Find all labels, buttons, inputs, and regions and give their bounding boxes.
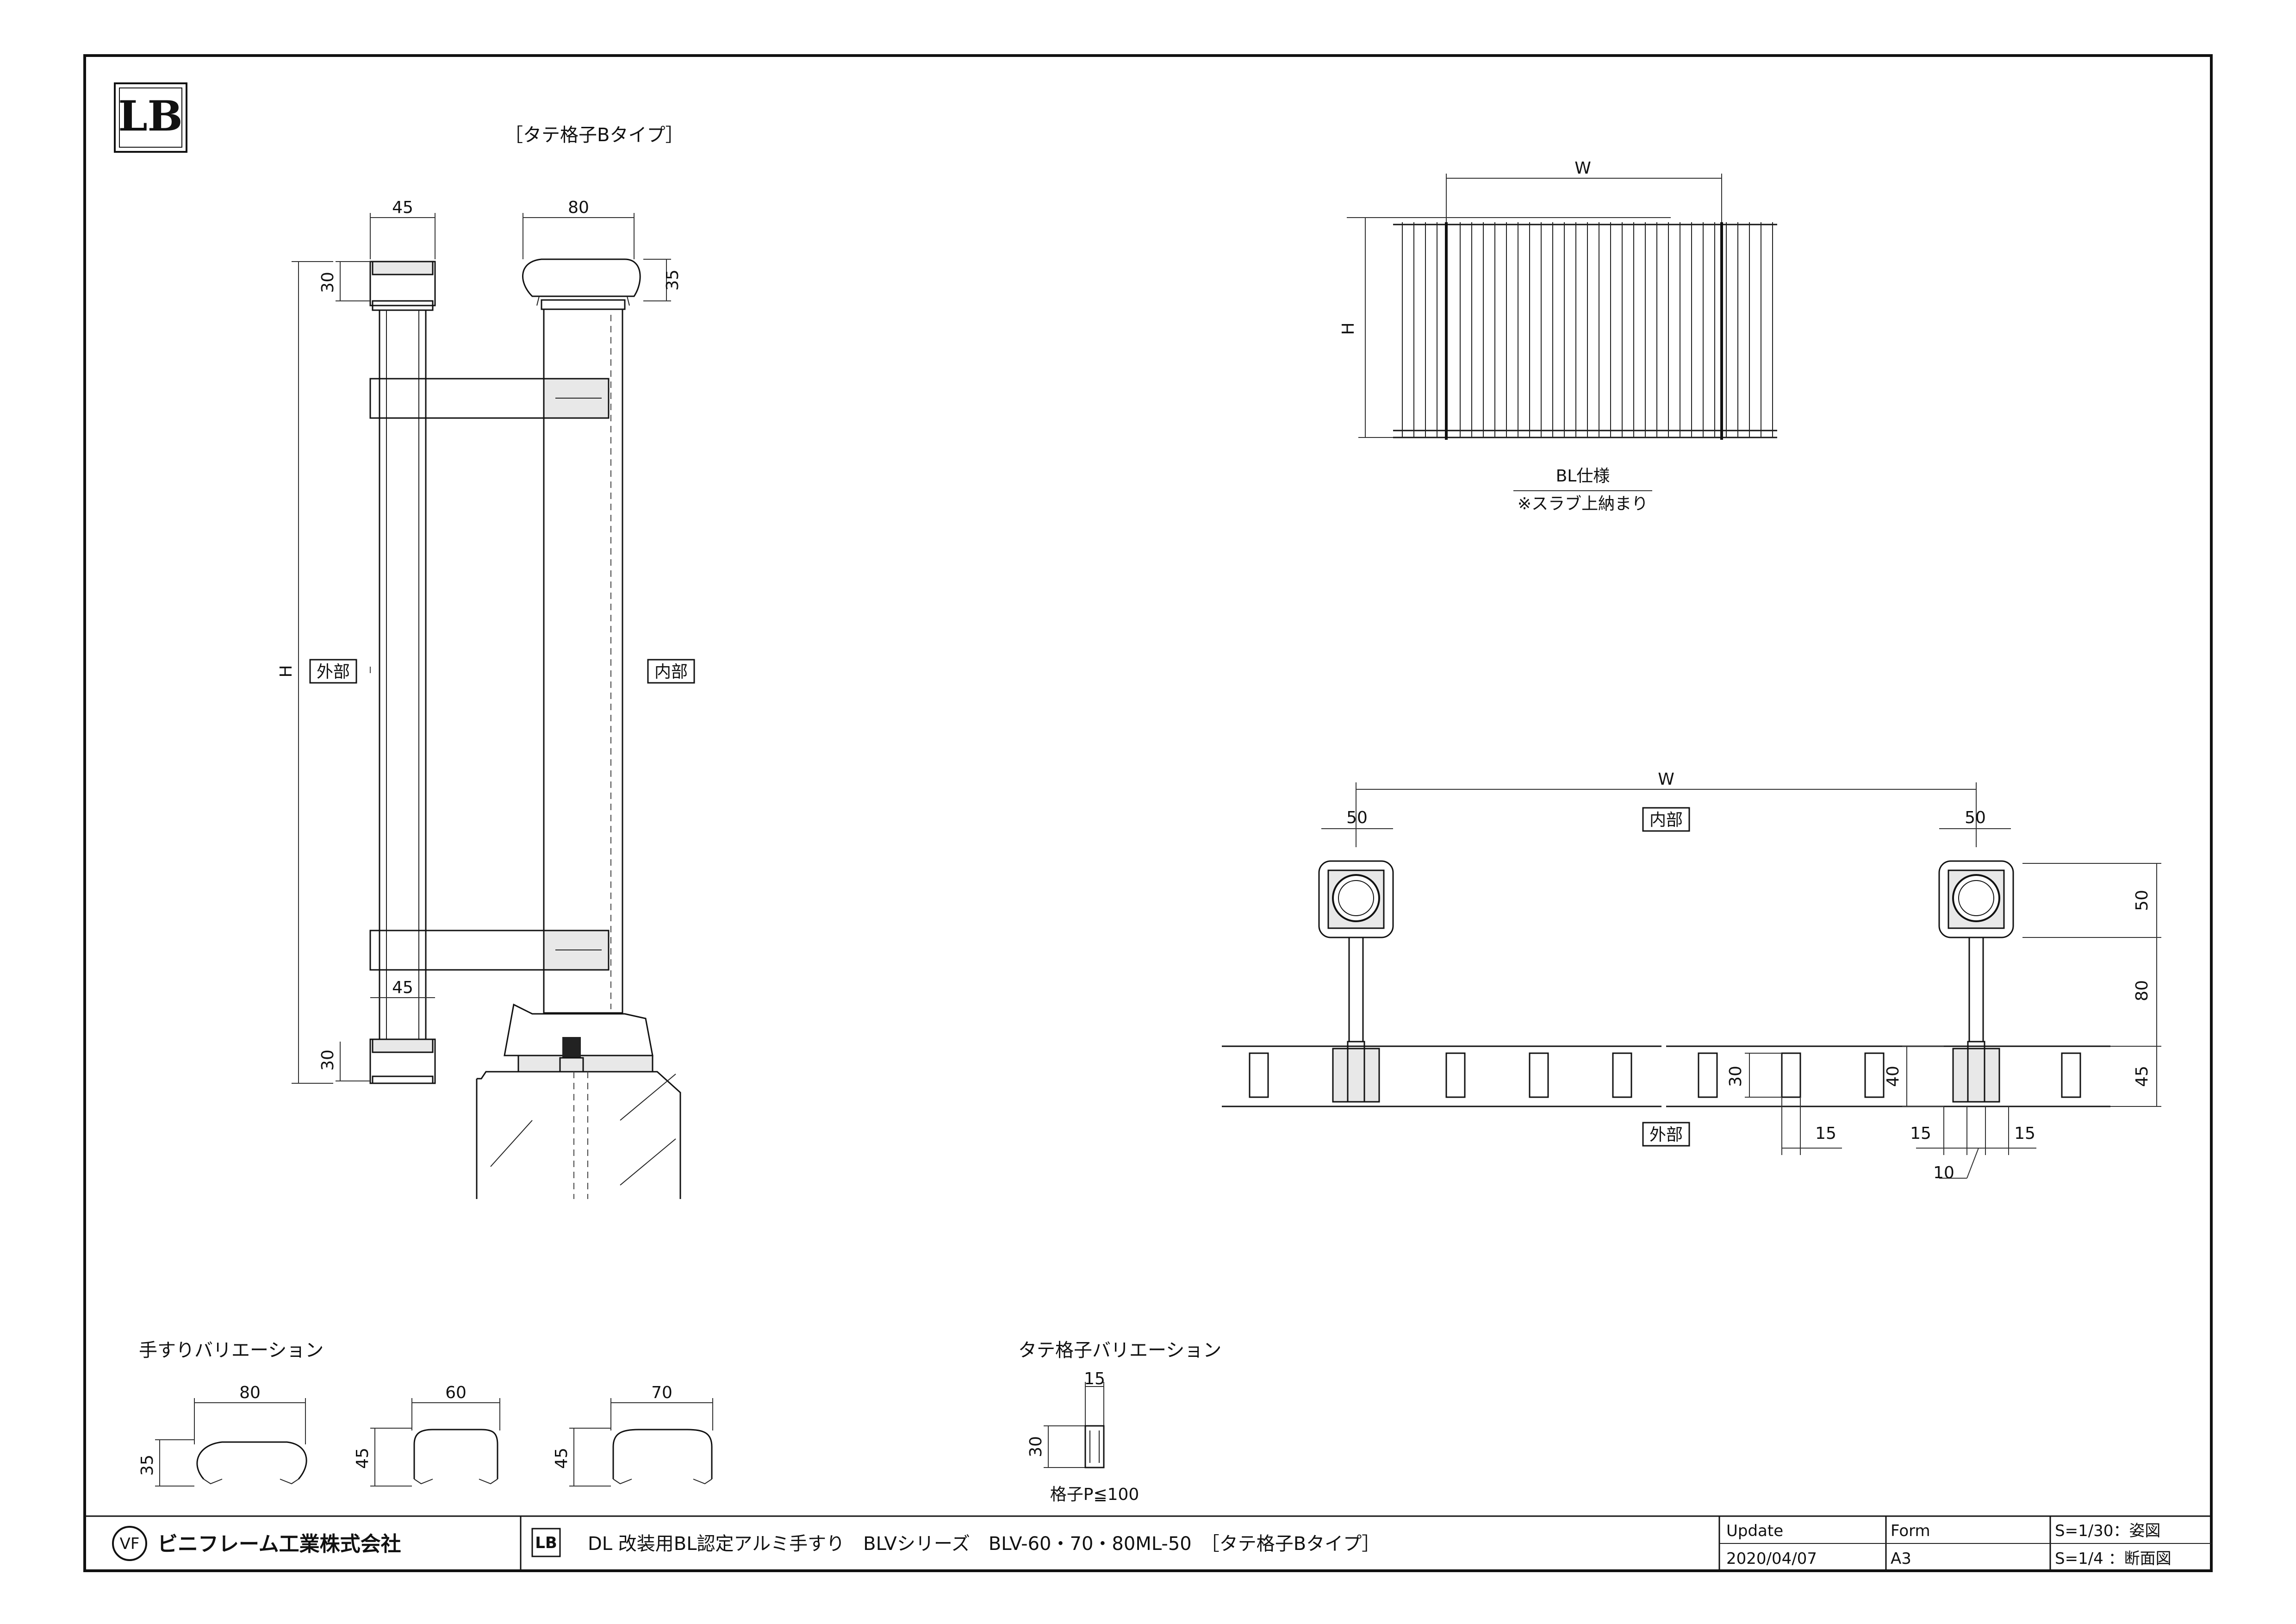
baluster-pitch: 格子P≦100 xyxy=(1050,1485,1139,1504)
sheet-border xyxy=(83,54,2213,1572)
section-w-label: W xyxy=(1658,770,1674,789)
plan-caption-1: BL仕様 xyxy=(1556,467,1610,486)
plan-view xyxy=(1347,174,1777,491)
dim-h-label: H xyxy=(277,665,296,677)
scale-section: S=1/4 ：断面図 xyxy=(2055,1549,2172,1568)
handrail-variation-1 xyxy=(155,1398,307,1487)
dim-bottom-height: 30 xyxy=(318,1049,337,1071)
plan-w-label: W xyxy=(1574,159,1591,178)
section-right-dim-2: 80 xyxy=(2133,980,2152,1001)
handrail-1-width: 80 xyxy=(239,1383,261,1402)
section-side-dim-40: 40 xyxy=(1884,1066,1903,1087)
handrail-variation-3 xyxy=(569,1398,713,1487)
section-bottom-leader: 10 xyxy=(1933,1163,1954,1182)
dim-post-top: 45 xyxy=(392,198,413,217)
baluster-width: 15 xyxy=(1084,1369,1105,1388)
section-inner-tag: 内部 xyxy=(1649,811,1683,830)
company-mark-text: VF xyxy=(120,1535,140,1553)
handrail-2-height: 45 xyxy=(353,1448,372,1469)
plan-caption-2: ※スラブ上納まり xyxy=(1518,494,1648,513)
title-block: VF LB xyxy=(85,1515,2211,1571)
handrail-variation-2 xyxy=(370,1398,500,1487)
handrail-2-width: 60 xyxy=(445,1383,467,1402)
handrail-variations-title: 手すりバリエーション xyxy=(139,1340,324,1361)
section-bottom-dim-3: 15 xyxy=(2014,1124,2035,1143)
plan-h-label: H xyxy=(1339,322,1358,335)
company-mark xyxy=(112,1526,147,1561)
update-label: Update xyxy=(1726,1522,1783,1540)
handrail-3-height: 45 xyxy=(552,1448,571,1469)
section-post-left-dim: 50 xyxy=(1346,808,1368,827)
elevation-view xyxy=(292,213,681,1199)
tag-outer-elevation: 外部 xyxy=(317,662,350,681)
title-block-logo xyxy=(531,1528,561,1557)
section-bottom-dim-1: 15 xyxy=(1815,1124,1836,1143)
section-bottom-dim-2: 15 xyxy=(1910,1124,1931,1143)
company-name: ビニフレーム工業株式会社 xyxy=(157,1532,401,1556)
form-value: A3 xyxy=(1891,1549,1911,1568)
update-date: 2020/04/07 xyxy=(1726,1549,1817,1568)
dim-rail-height: 35 xyxy=(663,269,682,291)
baluster-height: 30 xyxy=(1027,1436,1045,1457)
section-outer-tag: 外部 xyxy=(1649,1125,1683,1144)
tag-inner-elevation: 内部 xyxy=(654,662,688,681)
title-block-logo-text: LB xyxy=(535,1534,557,1552)
section-side-dim-30: 30 xyxy=(1726,1066,1745,1087)
drawing-title: DL 改装用BL認定アルミ手すり BLVシリーズ BLV-60・70・80ML-… xyxy=(588,1533,1380,1555)
baluster-variations-title: タテ格子バリエーション xyxy=(1018,1340,1221,1361)
section-right-dim-3: 45 xyxy=(2133,1066,2152,1087)
handrail-1-height: 35 xyxy=(138,1455,157,1476)
scale-elevation: S=1/30：姿図 xyxy=(2055,1522,2160,1540)
lb-logo: LB xyxy=(114,82,187,153)
section-right-dim-1: 50 xyxy=(2133,890,2152,911)
form-label: Form xyxy=(1891,1522,1930,1540)
section-post-right-dim: 50 xyxy=(1965,808,1986,827)
baluster-variation xyxy=(1044,1382,1105,1468)
handrail-3-width: 70 xyxy=(651,1383,672,1402)
dim-post-bottom: 45 xyxy=(392,978,413,997)
section-view xyxy=(1222,782,2161,1179)
svg-text:LB: LB xyxy=(118,92,182,141)
dim-rail-width: 80 xyxy=(568,198,589,217)
section-title: ［タテ格子Bタイプ］ xyxy=(504,125,684,146)
dim-top-height: 30 xyxy=(318,272,337,293)
